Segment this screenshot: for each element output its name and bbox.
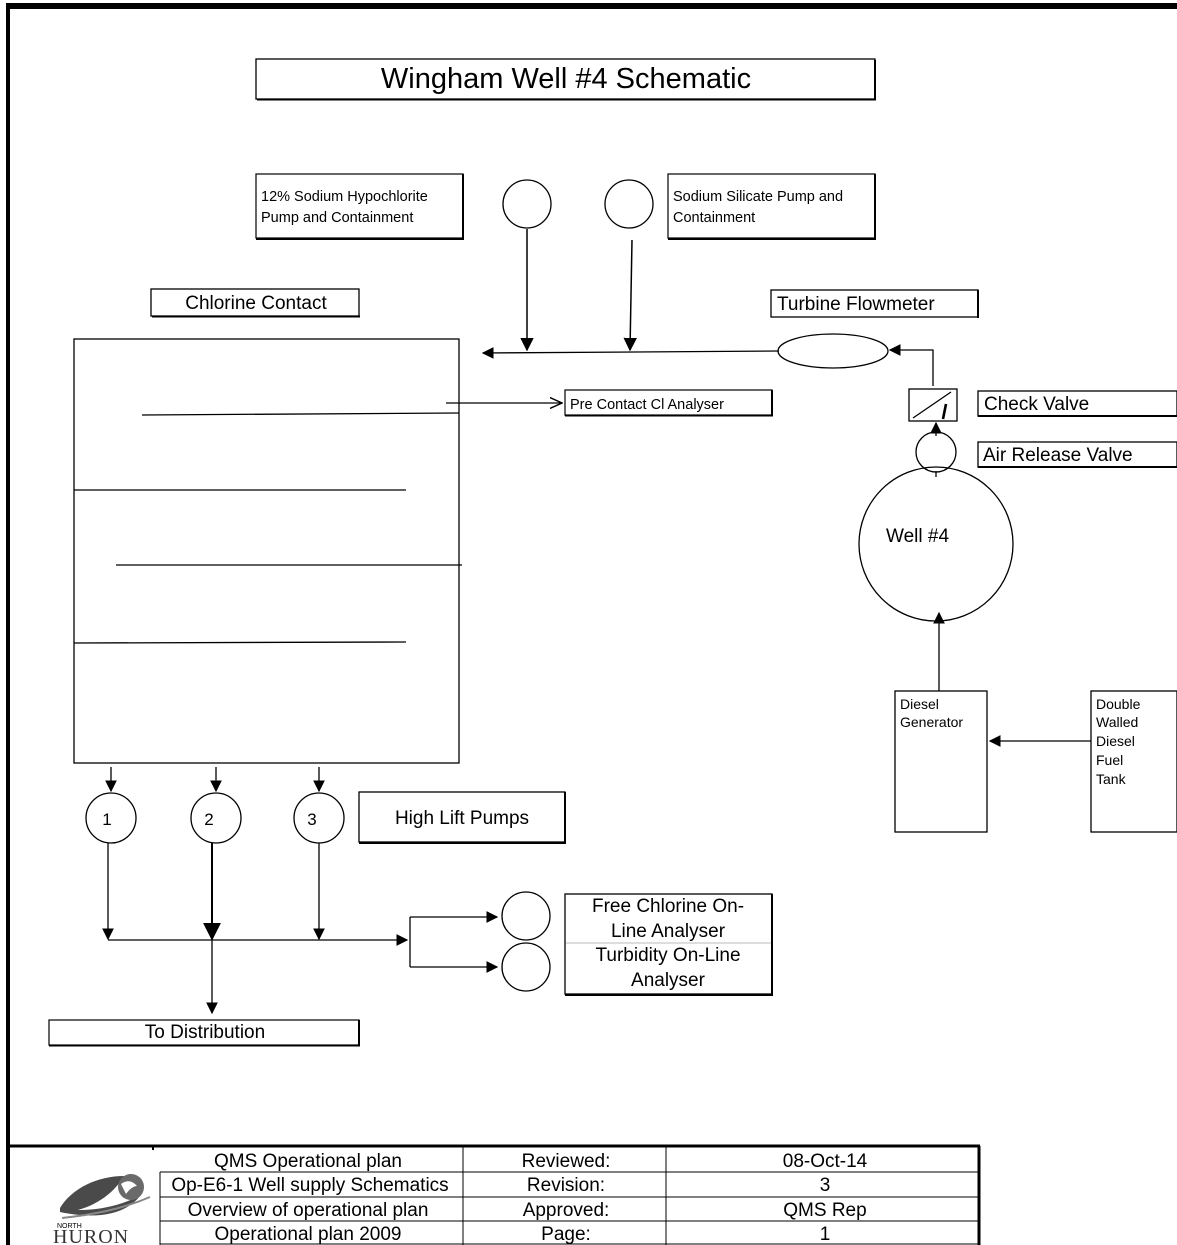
footer-cell-r1-c3: 08-Oct-14: [783, 1151, 868, 1172]
turbine-flowmeter-symbol: [777, 333, 889, 369]
analyser-line-2: Line Analyser: [611, 921, 726, 942]
fuel-tank-line-5: Tank: [1096, 771, 1127, 787]
sodium-silicate-line-1: Sodium Silicate Pump and: [673, 189, 843, 205]
footer-cell-r4-c2: Page:: [541, 1224, 591, 1245]
check-valve-symbol: [908, 388, 958, 422]
well-label: Well #4: [886, 526, 949, 547]
footer-table: [159, 1146, 978, 1245]
sodium-hypochlorite-line-2: Pump and Containment: [261, 210, 413, 226]
fuel-tank-box: Double Walled Diesel Fuel Tank: [1090, 690, 1177, 833]
baffle-1: [141, 412, 460, 416]
sodium-hypochlorite-box: 12% Sodium Hypochlorite Pump and Contain…: [255, 173, 464, 240]
to-distribution-label: To Distribution: [145, 1022, 265, 1043]
high-lift-pumps-label: High Lift Pumps: [395, 808, 529, 829]
pump-3-label: 3: [307, 810, 316, 829]
footer-cell-r4-c1: Operational plan 2009: [215, 1224, 402, 1245]
analyser-label-box: Free Chlorine On- Line Analyser Turbidit…: [564, 893, 773, 996]
footer-cell-r2-c1: Op-E6-1 Well supply Schematics: [171, 1175, 448, 1196]
high-lift-pump-3: 3: [293, 792, 345, 844]
fuel-tank-line-1: Double: [1096, 696, 1141, 712]
baffle-4: [73, 641, 407, 644]
hypochlorite-pump-circle: [502, 179, 552, 229]
diesel-generator-line-2: Generator: [900, 714, 963, 730]
footer-cell-r1-c2: Reviewed:: [522, 1151, 611, 1172]
main-flow-arrow: [481, 347, 780, 359]
chlorine-contact-label: Chlorine Contact: [185, 293, 327, 314]
footer-cell-r2-c2: Revision:: [527, 1175, 605, 1196]
pump-1-label: 1: [102, 810, 111, 829]
sodium-silicate-box: Sodium Silicate Pump and Containment: [667, 173, 876, 240]
high-lift-pumps-label-box: High Lift Pumps: [358, 791, 566, 844]
pre-contact-analyser-box: Pre Contact Cl Analyser: [564, 389, 773, 417]
logo-text: HURON: [53, 1226, 129, 1245]
title-box: Wingham Well #4 Schematic: [255, 58, 876, 101]
footer-cell-r3-c1: Overview of operational plan: [188, 1200, 429, 1221]
check-valve-label-box: Check Valve: [977, 390, 1177, 417]
air-release-valve-symbol: [915, 431, 957, 473]
diesel-generator-line-1: Diesel: [900, 696, 939, 712]
analyser-line-1: Free Chlorine On-: [592, 896, 744, 917]
footer-cell-r3-c2: Approved:: [523, 1200, 610, 1221]
diesel-generator-box: Diesel Generator: [894, 690, 988, 833]
high-lift-pump-1: 1: [85, 792, 137, 844]
turbidity-analyser-circle: [501, 942, 551, 992]
well-to-flowmeter-arrow: [888, 344, 934, 386]
check-valve-label: Check Valve: [984, 394, 1089, 415]
analyser-line-4: Analyser: [631, 970, 706, 991]
sodium-hypochlorite-line-1: 12% Sodium Hypochlorite: [261, 189, 428, 205]
silicate-feed-arrow: [623, 239, 637, 352]
air-release-valve-label: Air Release Valve: [983, 445, 1133, 466]
pump-2-label: 2: [204, 810, 213, 829]
footer-cell-r2-c3: 3: [820, 1175, 831, 1196]
diagram-title: Wingham Well #4 Schematic: [381, 63, 751, 95]
to-distribution-box: To Distribution: [48, 1019, 360, 1047]
footer-cell-r1-c1: QMS Operational plan: [214, 1151, 402, 1172]
footer-cell-r4-c3: 1: [820, 1224, 831, 1245]
north-huron-logo: NORTH HURON: [53, 1174, 151, 1245]
logo-small-text: NORTH: [57, 1223, 82, 1230]
fuel-tank-line-2: Walled: [1096, 714, 1138, 730]
air-release-valve-label-box: Air Release Valve: [977, 441, 1177, 468]
high-lift-pump-2: 2: [190, 792, 242, 844]
fuel-tank-line-4: Fuel: [1096, 752, 1123, 768]
analyser-line-3: Turbidity On-Line: [595, 945, 740, 966]
footer-cell-r3-c3: QMS Rep: [783, 1200, 866, 1221]
free-chlorine-analyser-circle: [501, 891, 551, 941]
turbine-flowmeter-label: Turbine Flowmeter: [777, 294, 935, 315]
sodium-silicate-line-2: Containment: [673, 210, 755, 226]
turbine-flowmeter-label-box: Turbine Flowmeter: [770, 289, 979, 318]
chlorine-contact-label-box: Chlorine Contact: [150, 288, 360, 318]
pre-contact-analyser-label: Pre Contact Cl Analyser: [570, 397, 724, 413]
chlorine-contact-tank: [73, 338, 462, 764]
fuel-tank-line-3: Diesel: [1096, 733, 1135, 749]
silicate-pump-circle: [604, 179, 654, 229]
